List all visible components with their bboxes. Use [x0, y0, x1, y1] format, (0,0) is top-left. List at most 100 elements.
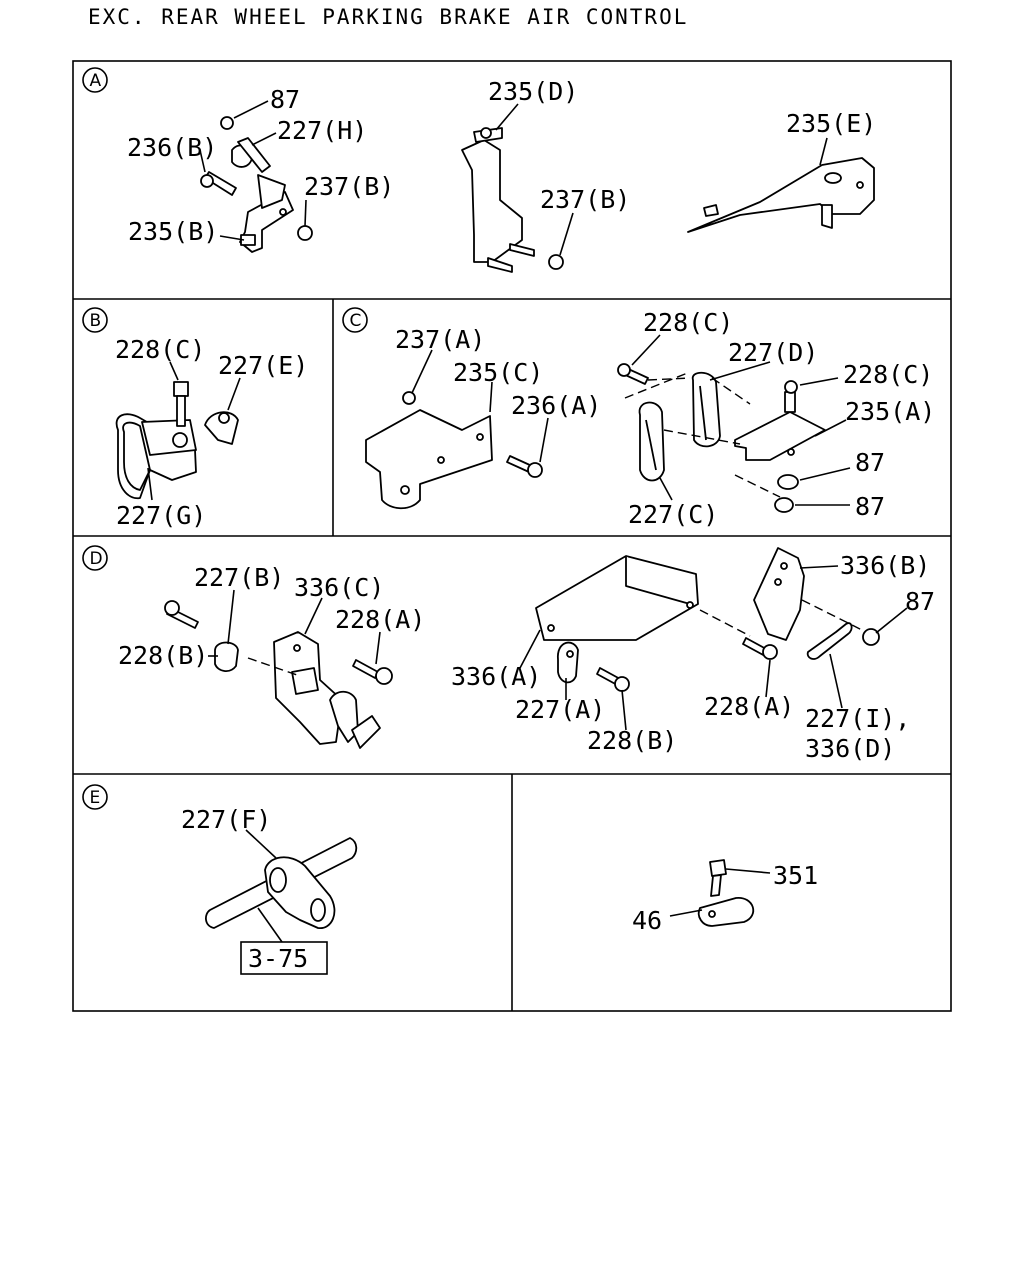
section-a: A: [82, 67, 876, 273]
svg-text:E: E: [90, 788, 101, 808]
callout-227a: 227(A): [515, 695, 605, 724]
callout-235e: 235(E): [786, 109, 876, 138]
section-d-marker: D: [82, 545, 108, 571]
bolt-228b-d2: [596, 667, 630, 692]
callout-235c: 235(C): [453, 358, 543, 387]
callout-237a: 237(A): [395, 325, 485, 354]
bolt-228b-d1: [164, 600, 199, 629]
clamp-227f: [264, 856, 336, 929]
callout-3-75: 3-75: [248, 944, 308, 973]
section-f: 351 46: [632, 859, 818, 935]
section-c-marker: C: [342, 307, 368, 333]
callout-228c-2: 228(C): [843, 360, 933, 389]
reference-box: [240, 941, 328, 975]
svg-text:D: D: [90, 549, 103, 569]
bracket-235a: [734, 380, 826, 461]
section-d: D: [82, 545, 935, 763]
labels-c: 237(A) 235(C) 236(A) 228(C) 227(D) 228(C…: [395, 308, 935, 529]
dashed-guide-d1: [247, 657, 301, 677]
leaders-d: [208, 565, 908, 731]
callout-351: 351: [773, 861, 818, 890]
callout-237b-2: 237(B): [540, 185, 630, 214]
section-e: E 227(F) 3-75: [82, 784, 358, 975]
callout-235b: 235(B): [128, 217, 218, 246]
section-b: B 228(C) 227(E) 227(G): [82, 307, 308, 530]
callout-227f: 227(F): [181, 805, 271, 834]
callout-87: 87: [270, 85, 300, 114]
clip-227a: [557, 641, 579, 684]
bolt-351: [709, 859, 727, 897]
bracket-assembly-a-left: [200, 116, 313, 253]
callout-46: 46: [632, 906, 662, 935]
callout-228b-2: 228(B): [587, 726, 677, 755]
callout-235d: 235(D): [488, 77, 578, 106]
callout-235a: 235(A): [845, 397, 935, 426]
dashed-guides-c: [624, 371, 781, 498]
clamp-46: [697, 897, 755, 927]
frame-grid: [72, 60, 952, 1012]
labels-b: 228(C) 227(E) 227(G): [115, 335, 308, 530]
callout-227d: 227(D): [728, 338, 818, 367]
callout-336a: 336(A): [451, 662, 541, 691]
clip-227i: [806, 622, 853, 660]
nuts-87-c: [774, 474, 799, 513]
dashed-guide-d3: [801, 599, 863, 631]
bracket-235d: [461, 127, 564, 273]
leaders-c: [411, 334, 851, 506]
callout-87-d: 87: [905, 587, 935, 616]
svg-text:C: C: [350, 311, 362, 331]
clamp-227g: [115, 413, 197, 500]
bracket-336c: [273, 631, 343, 745]
section-e-marker: E: [82, 784, 108, 810]
callout-237b: 237(B): [304, 172, 394, 201]
labels-d: 227(B) 336(C) 228(A) 228(B) 336(B) 87 33…: [118, 551, 935, 763]
callout-227g: 227(G): [116, 501, 206, 530]
callout-336b: 336(B): [840, 551, 930, 580]
clamp-227d: [692, 371, 721, 448]
bracket-336b: [753, 547, 805, 641]
diagram-title: EXC. REAR WHEEL PARKING BRAKE AIR CONTRO…: [88, 5, 688, 29]
svg-text:B: B: [90, 311, 102, 331]
section-a-marker: A: [82, 67, 108, 93]
bolt-228c-c: [617, 363, 649, 385]
bracket-235c: [365, 391, 493, 510]
callout-227b: 227(B): [194, 563, 284, 592]
labels-e: 227(F) 3-75: [181, 805, 328, 975]
bracket-336a: [535, 555, 699, 641]
svg-text:A: A: [90, 71, 102, 91]
callout-87-c1: 87: [855, 448, 885, 477]
clamp-227b: [214, 641, 239, 672]
nut-87-d: [862, 628, 880, 646]
leaders-f: [669, 868, 771, 917]
bolt-228a-d1: [352, 659, 393, 685]
callout-228c: 228(C): [115, 335, 205, 364]
clip-227e: [204, 411, 239, 445]
bracket-235e: [687, 157, 875, 233]
callout-227e: 227(E): [218, 351, 308, 380]
callout-87-c2: 87: [855, 492, 885, 521]
callout-228a-1: 228(A): [335, 605, 425, 634]
callout-228a-2: 228(A): [704, 692, 794, 721]
callout-236b: 236(B): [127, 133, 217, 162]
clip-assembly-d: [329, 690, 381, 749]
callout-227i: 227(I),: [805, 704, 910, 733]
callout-336d: 336(D): [805, 734, 895, 763]
leaders-e: [245, 829, 283, 943]
dashed-guide-d2: [699, 609, 751, 637]
callout-236a: 236(A): [511, 391, 601, 420]
leaders-a: [199, 100, 828, 256]
labels-f: 351 46: [632, 861, 818, 935]
clamp-227c: [638, 401, 665, 482]
callout-228c-1: 228(C): [643, 308, 733, 337]
callout-336c: 336(C): [294, 573, 384, 602]
leaders-b: [147, 361, 241, 501]
bolt-228a-d2: [742, 637, 778, 660]
labels-a: 87 227(H) 236(B) 237(B) 235(B) 235(D) 23…: [127, 77, 876, 246]
section-b-marker: B: [82, 307, 108, 333]
callout-227h: 227(H): [277, 116, 367, 145]
bolt-228c-b: [173, 381, 189, 427]
bolt-236a: [506, 455, 543, 478]
section-c: C: [342, 307, 935, 529]
callout-228b-1: 228(B): [118, 641, 208, 670]
